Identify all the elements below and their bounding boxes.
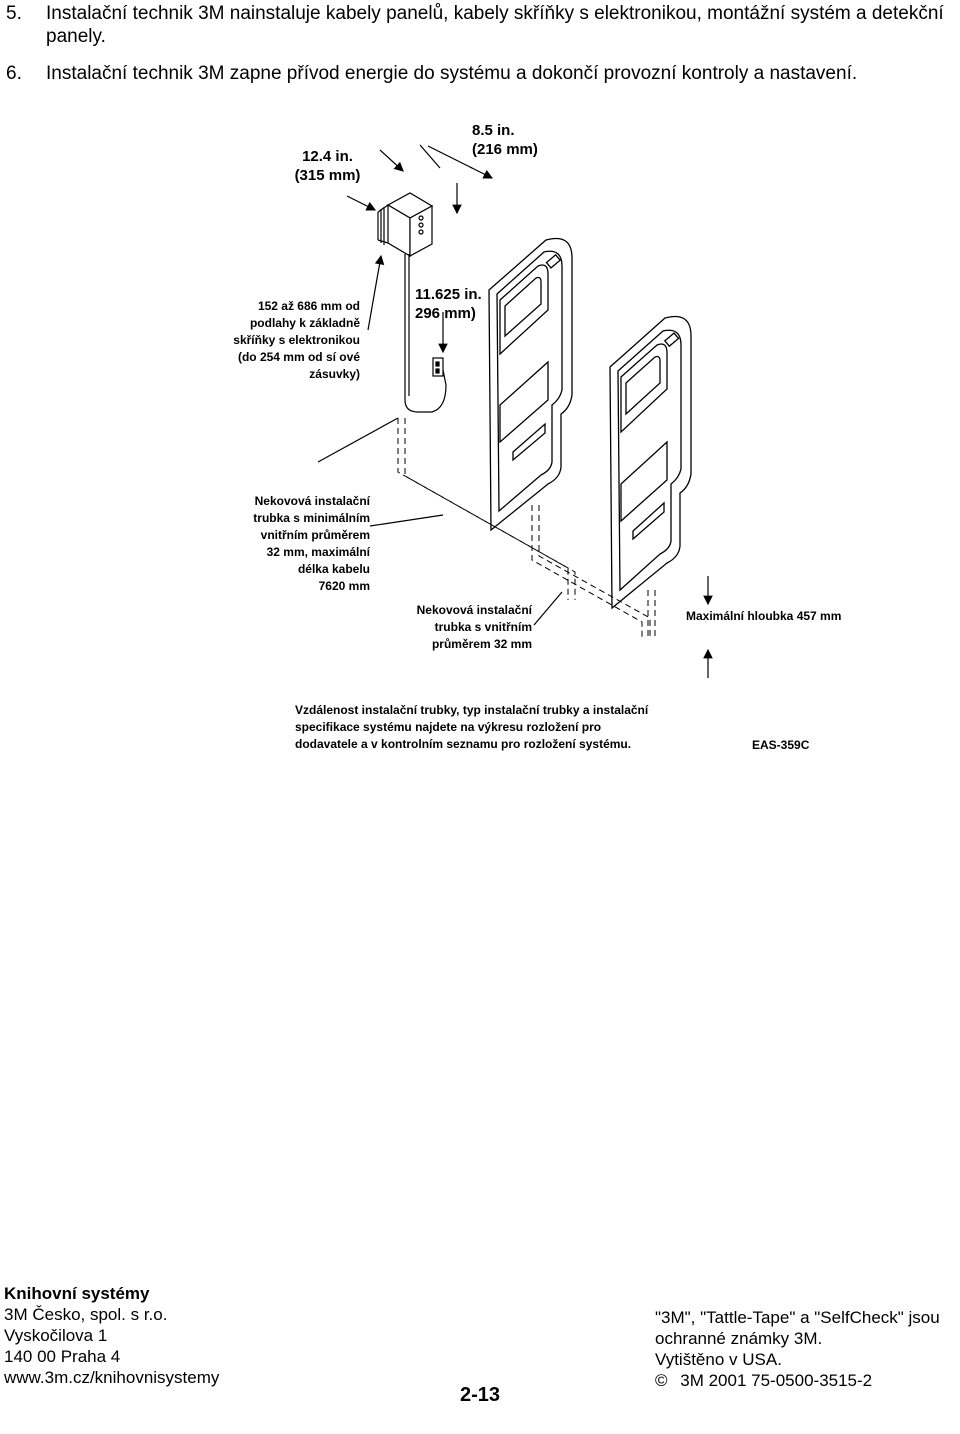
power-cable — [404, 254, 447, 413]
copyright-line: © 3M 2001 75-0500-3515-2 — [655, 1370, 960, 1391]
copyright-icon: © — [655, 1371, 668, 1390]
height-mm: 296 mm) — [415, 305, 476, 322]
step-number: 6. — [6, 63, 22, 84]
electronics-box — [377, 192, 434, 258]
width-dimension: 12.4 in. (315 mm) — [280, 147, 375, 185]
step-5: 5. Instalační technik 3M nainstaluje kab… — [6, 2, 946, 48]
power-outlet — [432, 357, 444, 377]
company-title: Knihovní systémy — [4, 1284, 150, 1303]
step-number: 5. — [6, 3, 22, 24]
copyright-text: 3M 2001 75-0500-3515-2 — [680, 1371, 873, 1390]
dimension-lines — [317, 144, 713, 678]
company-website: www.3m.cz/knihovnisystemy — [4, 1368, 220, 1387]
conduit-2-label: Nekovová instalační trubka s vnitřním pr… — [416, 603, 532, 651]
depth-dimension: 8.5 in. (216 mm) — [472, 121, 567, 159]
trademark-line: ochranné známky 3M. — [655, 1329, 823, 1348]
trademark-line: "3M", "Tattle-Tape" a "SelfCheck" jsou — [655, 1308, 940, 1327]
step-text: Instalační technik 3M zapne přívod energ… — [46, 63, 858, 84]
company-block: Knihovní systémy 3M Česko, spol. s r.o. … — [4, 1283, 304, 1388]
depth-mm: (216 mm) — [472, 141, 538, 158]
conduit-1-label: Nekovová instalační trubka s minimálním … — [253, 494, 370, 593]
mounting-height-label: 152 až 686 mm od podlahy k základně skří… — [233, 299, 360, 381]
step-6: 6. Instalační technik 3M zapne přívod en… — [6, 62, 946, 85]
conduit-lines — [397, 418, 656, 640]
trademark-block: "3M", "Tattle-Tape" a "SelfCheck" jsou o… — [655, 1307, 960, 1391]
trademark-line: Vytištěno v USA. — [655, 1350, 782, 1369]
depth-inches: 8.5 in. — [472, 122, 515, 139]
figure-id: EAS-359C — [752, 738, 810, 752]
diagram-note: Vzdálenost instalační trubky, typ instal… — [295, 703, 649, 751]
step-text: Instalační technik 3M nainstaluje kabely… — [46, 3, 944, 47]
page-number: 2-13 — [459, 1384, 501, 1406]
company-line: Vyskočilova 1 — [4, 1326, 108, 1345]
height-dimension: 11.625 in. 296 mm) — [415, 285, 510, 323]
detection-panel-1 — [488, 237, 573, 532]
width-inches: 12.4 in. — [302, 148, 353, 165]
installation-diagram — [317, 144, 713, 678]
company-line: 3M Česko, spol. s r.o. — [4, 1305, 168, 1324]
detection-panel-2 — [609, 315, 692, 610]
width-mm: (315 mm) — [294, 167, 361, 184]
max-depth-label: Maximální hloubka 457 mm — [686, 609, 842, 623]
company-line: 140 00 Praha 4 — [4, 1347, 121, 1366]
height-inches: 11.625 in. — [415, 286, 482, 303]
